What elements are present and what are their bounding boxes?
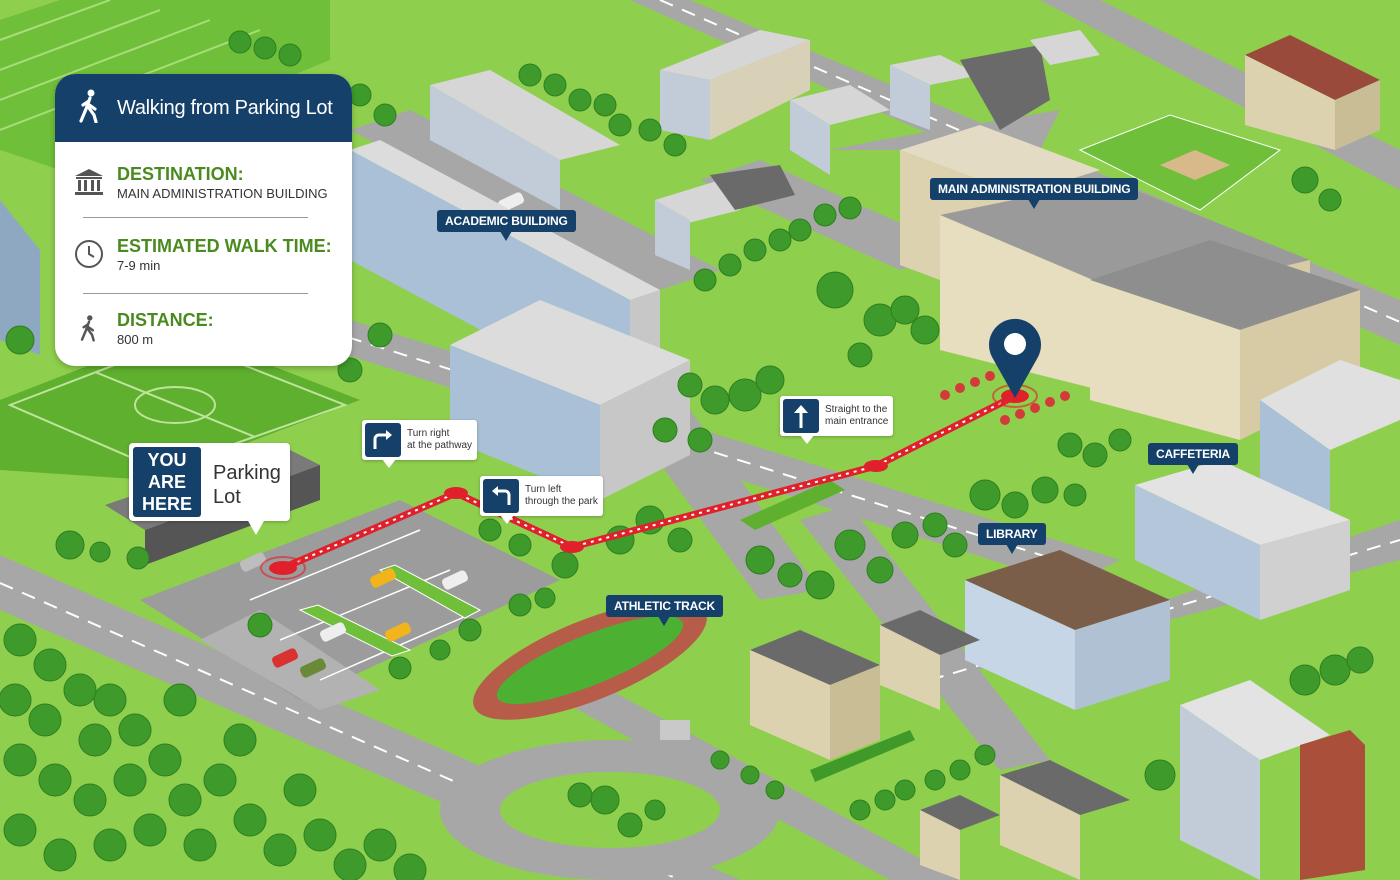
academic-building-label: ACADEMIC BUILDING <box>437 210 576 241</box>
direction-line1: Straight to the <box>825 404 888 415</box>
athletic-track-label: ATHLETIC TRACK <box>606 595 723 626</box>
you-are-here-badge: YOU ARE HERE <box>133 447 201 517</box>
distance-value: 800 m <box>117 332 154 347</box>
walking-person-icon <box>71 310 107 346</box>
route-info-panel: Walking from Parking Lot DESTINATION: MA… <box>55 74 352 366</box>
distance-row: DISTANCE: 800 m <box>71 310 336 347</box>
current-location-line2: Lot <box>213 486 241 508</box>
direction-line2: main entrance <box>825 416 889 427</box>
clock-icon <box>71 236 107 272</box>
library-label: LIBRARY <box>978 523 1046 554</box>
walking-person-icon <box>77 89 103 128</box>
direction-line1: Turn left <box>525 484 562 495</box>
walk-time-row: ESTIMATED WALK TIME: 7-9 min <box>71 236 336 273</box>
turn-right-arrow-icon <box>365 423 401 457</box>
route-info-title: Walking from Parking Lot <box>117 96 333 119</box>
divider <box>83 217 308 218</box>
you-are-here-line1: YOU <box>147 450 187 470</box>
building-columns-icon <box>71 164 107 200</box>
destination-row: DESTINATION: MAIN ADMINISTRATION BUILDIN… <box>71 164 336 201</box>
direction-line2: at the pathway <box>407 440 473 451</box>
current-location-line1: Parking <box>213 462 281 484</box>
turn-left-arrow-icon <box>483 479 519 513</box>
current-location-name: Parking Lot <box>213 461 281 509</box>
direction-line2: through the park <box>525 496 598 507</box>
destination-value: MAIN ADMINISTRATION BUILDING <box>117 186 328 201</box>
direction-line1: Turn right <box>407 428 450 439</box>
route-info-header: Walking from Parking Lot <box>55 74 352 142</box>
cafeteria-label: CAFFETERIA <box>1148 443 1238 474</box>
you-are-here-line2: ARE <box>147 472 186 492</box>
distance-heading: DISTANCE: <box>117 310 214 330</box>
destination-heading: DESTINATION: <box>117 164 244 184</box>
walk-time-heading: ESTIMATED WALK TIME: <box>117 236 332 256</box>
destination-pin-icon <box>988 318 1041 398</box>
admin-building-label: MAIN ADMINISTRATION BUILDING <box>930 178 1139 209</box>
you-are-here-callout: YOU ARE HERE Parking Lot <box>129 443 290 535</box>
divider <box>83 293 308 294</box>
walk-time-value: 7-9 min <box>117 258 161 273</box>
straight-arrow-icon <box>783 399 819 433</box>
you-are-here-line3: HERE <box>141 494 192 514</box>
